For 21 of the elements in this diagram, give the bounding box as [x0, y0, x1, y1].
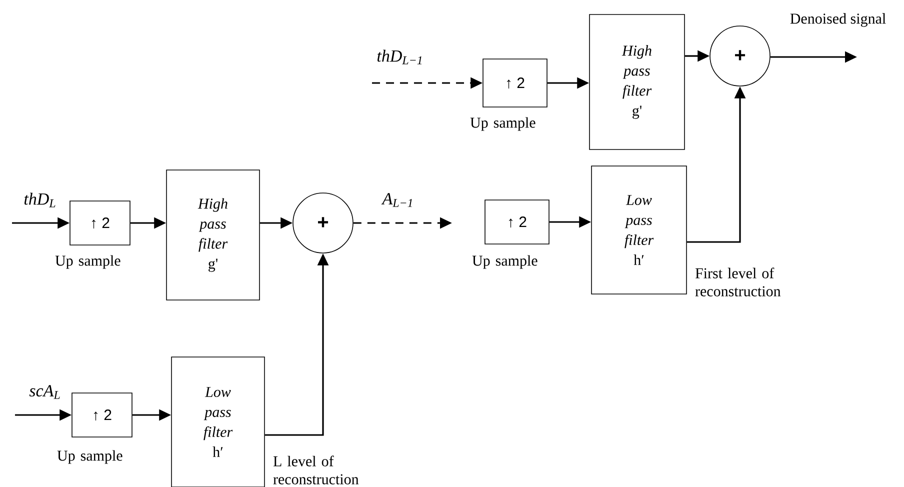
edge-label: thD$_{L}$	[24, 192, 56, 208]
node-label: Up sample	[472, 255, 538, 269]
node-label: Up sample	[470, 117, 536, 131]
filter-box: High pass filter g'	[589, 14, 685, 150]
edge-label: A$_{L−1}$	[381, 193, 412, 207]
upsampler-box: ↑ 2	[482, 58, 548, 108]
node-label: First level of reconstruction	[695, 268, 781, 296]
edge-label: thD$_{L−1}$	[377, 50, 422, 64]
node-label: Up sample	[57, 450, 122, 464]
summing-junction: +	[710, 26, 770, 86]
edge-label: scA$_{L}$	[29, 385, 60, 399]
upsampler-box: ↑ 2	[484, 200, 550, 244]
edge-label: Denoised signal	[790, 13, 886, 27]
upsampler-box: ↑ 2	[70, 200, 130, 246]
summing-junction: +	[292, 192, 354, 254]
filter-box: Low pass filter h′	[171, 356, 265, 487]
filter-box: Low pass filter h′	[591, 166, 687, 294]
node-label: L level of reconstruction	[273, 456, 359, 484]
node-label: Up sample	[55, 255, 120, 269]
filter-box: High pass filter g'	[166, 170, 260, 300]
upsampler-box: ↑ 2	[72, 392, 132, 438]
